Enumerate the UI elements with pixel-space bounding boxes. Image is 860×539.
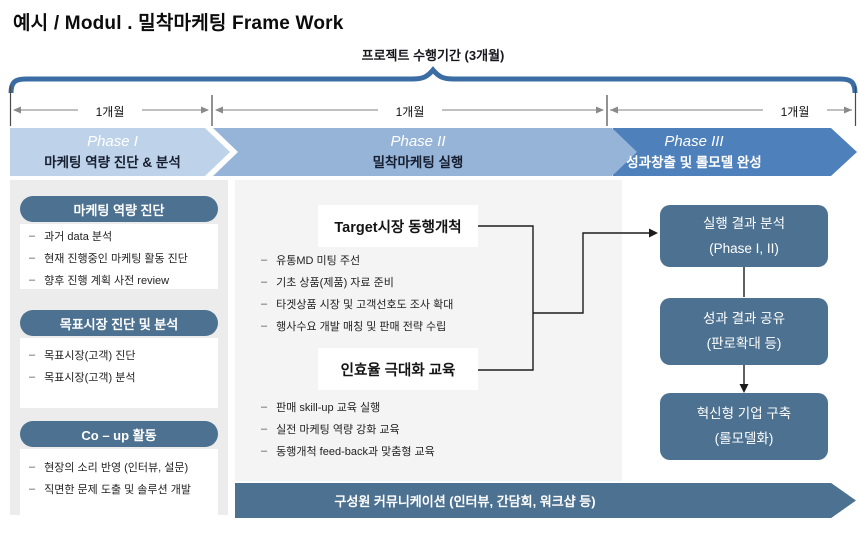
left-group-3-header: Co – up 활동	[20, 421, 218, 447]
communication-banner-shape	[235, 483, 856, 518]
result-box-sharing: 성과 결과 공유 (판로확대 등)	[660, 298, 828, 365]
list-item: 직면한 문제 도출 및 솔루션 개발	[20, 478, 218, 500]
list-item: 현장의 소리 반영 (인터뷰, 설문)	[20, 456, 218, 478]
phase-2-arrow: Phase II 밀착마케팅 실행	[218, 129, 618, 175]
phase-2-subtitle: 밀착마케팅 실행	[372, 155, 464, 171]
left-group-2-header-label: 목표시장 진단 및 분석	[59, 316, 179, 332]
left-group-3-header-label: Co – up 활동	[81, 427, 157, 443]
list-item: 향후 진행 계획 사전 review	[20, 269, 218, 291]
left-group-3-list: 현장의 소리 반영 (인터뷰, 설문) 직면한 문제 도출 및 솔루션 개발	[20, 449, 218, 515]
list-item: 타겟상품 시장 및 고객선호도 조사 확대	[252, 293, 552, 315]
list-item: 동행개척 feed-back과 맞춤형 교육	[252, 440, 552, 462]
arrowhead-left-1	[13, 106, 21, 114]
result-box-rolemodel: 혁신형 기업 구축 (롤모델화)	[660, 393, 828, 460]
flow-arrowhead-box3	[739, 384, 749, 393]
middle-group-2-list: 판매 skill-up 교육 실행 실전 마케팅 역량 강화 교육 동행개척 f…	[252, 396, 552, 462]
arrowhead-left-2	[215, 106, 223, 114]
phase-1-subtitle: 마케팅 역량 진단 & 분석	[44, 155, 181, 171]
result-box-rolemodel-line1: 혁신형 기업 구축	[696, 406, 792, 421]
communication-banner-label: 구성원 커뮤니케이션 (인터뷰, 간담회, 워크샵 등)	[334, 494, 596, 509]
project-duration-label: 프로젝트 수행기간 (3개월)	[361, 48, 505, 63]
list-item: 판매 skill-up 교육 실행	[252, 396, 552, 418]
list-item: 목표시장(고객) 분석	[20, 366, 218, 388]
phase-3-subtitle: 성과창출 및 롤모델 완성	[626, 155, 762, 171]
left-group-2-list: 목표시장(고객) 진단 목표시장(고객) 분석	[20, 338, 218, 408]
arrowhead-right-3	[844, 106, 852, 114]
left-group-1-header-label: 마케팅 역량 진단	[73, 202, 165, 218]
timeline-segment-3-label: 1개월	[763, 102, 827, 121]
arrowhead-right-2	[596, 106, 604, 114]
result-box-sharing-line1: 성과 결과 공유	[702, 311, 786, 326]
left-group-2-header: 목표시장 진단 및 분석	[20, 310, 218, 336]
result-box-analysis: 실행 결과 분석 (Phase I, II)	[660, 205, 828, 267]
list-item: 유통MD 미팅 주선	[252, 249, 552, 271]
timeline-segment-2-label: 1개월	[378, 102, 442, 121]
phase-1-name: Phase I	[87, 133, 138, 151]
middle-group-1-header: Target시장 동행개척	[318, 205, 478, 247]
list-item: 행사수요 개발 매칭 및 판매 전략 수립	[252, 315, 552, 337]
arrowhead-right-1	[201, 106, 209, 114]
result-box-analysis-line2: (Phase I, II)	[709, 240, 779, 256]
list-item: 실전 마케팅 역량 강화 교육	[252, 418, 552, 440]
result-box-analysis-line1: 실행 결과 분석	[702, 215, 786, 231]
phase-3-arrow: Phase III 성과창출 및 롤모델 완성	[600, 129, 788, 175]
timeline-segment-1-label: 1개월	[78, 102, 142, 121]
middle-group-2-header: 인효율 극대화 교육	[318, 348, 478, 390]
result-box-sharing-line2: (판로확대 등)	[706, 336, 782, 351]
project-duration-brace	[8, 66, 858, 94]
flow-arrowhead-results	[649, 228, 658, 238]
left-group-1-header: 마케팅 역량 진단	[20, 196, 218, 222]
list-item: 기초 상품(제품) 자료 준비	[252, 271, 552, 293]
list-item: 목표시장(고객) 진단	[20, 344, 218, 366]
phase-1-arrow: Phase I 마케팅 역량 진단 & 분석	[10, 129, 215, 175]
phase-2-name: Phase II	[390, 133, 446, 151]
result-box-rolemodel-line2: (롤모델화)	[714, 431, 774, 446]
list-item: 과거 data 분석	[20, 225, 218, 247]
middle-group-1-list: 유통MD 미팅 주선 기초 상품(제품) 자료 준비 타겟상품 시장 및 고객선…	[252, 249, 552, 337]
list-item: 현재 진행중인 마케팅 활동 진단	[20, 247, 218, 269]
phase-3-name: Phase III	[664, 133, 724, 151]
left-group-1-list: 과거 data 분석 현재 진행중인 마케팅 활동 진단 향후 진행 계획 사전…	[20, 224, 218, 289]
arrowhead-left-3	[610, 106, 618, 114]
page-title: 예시 / Modul . 밀착마케팅 Frame Work	[13, 13, 344, 34]
